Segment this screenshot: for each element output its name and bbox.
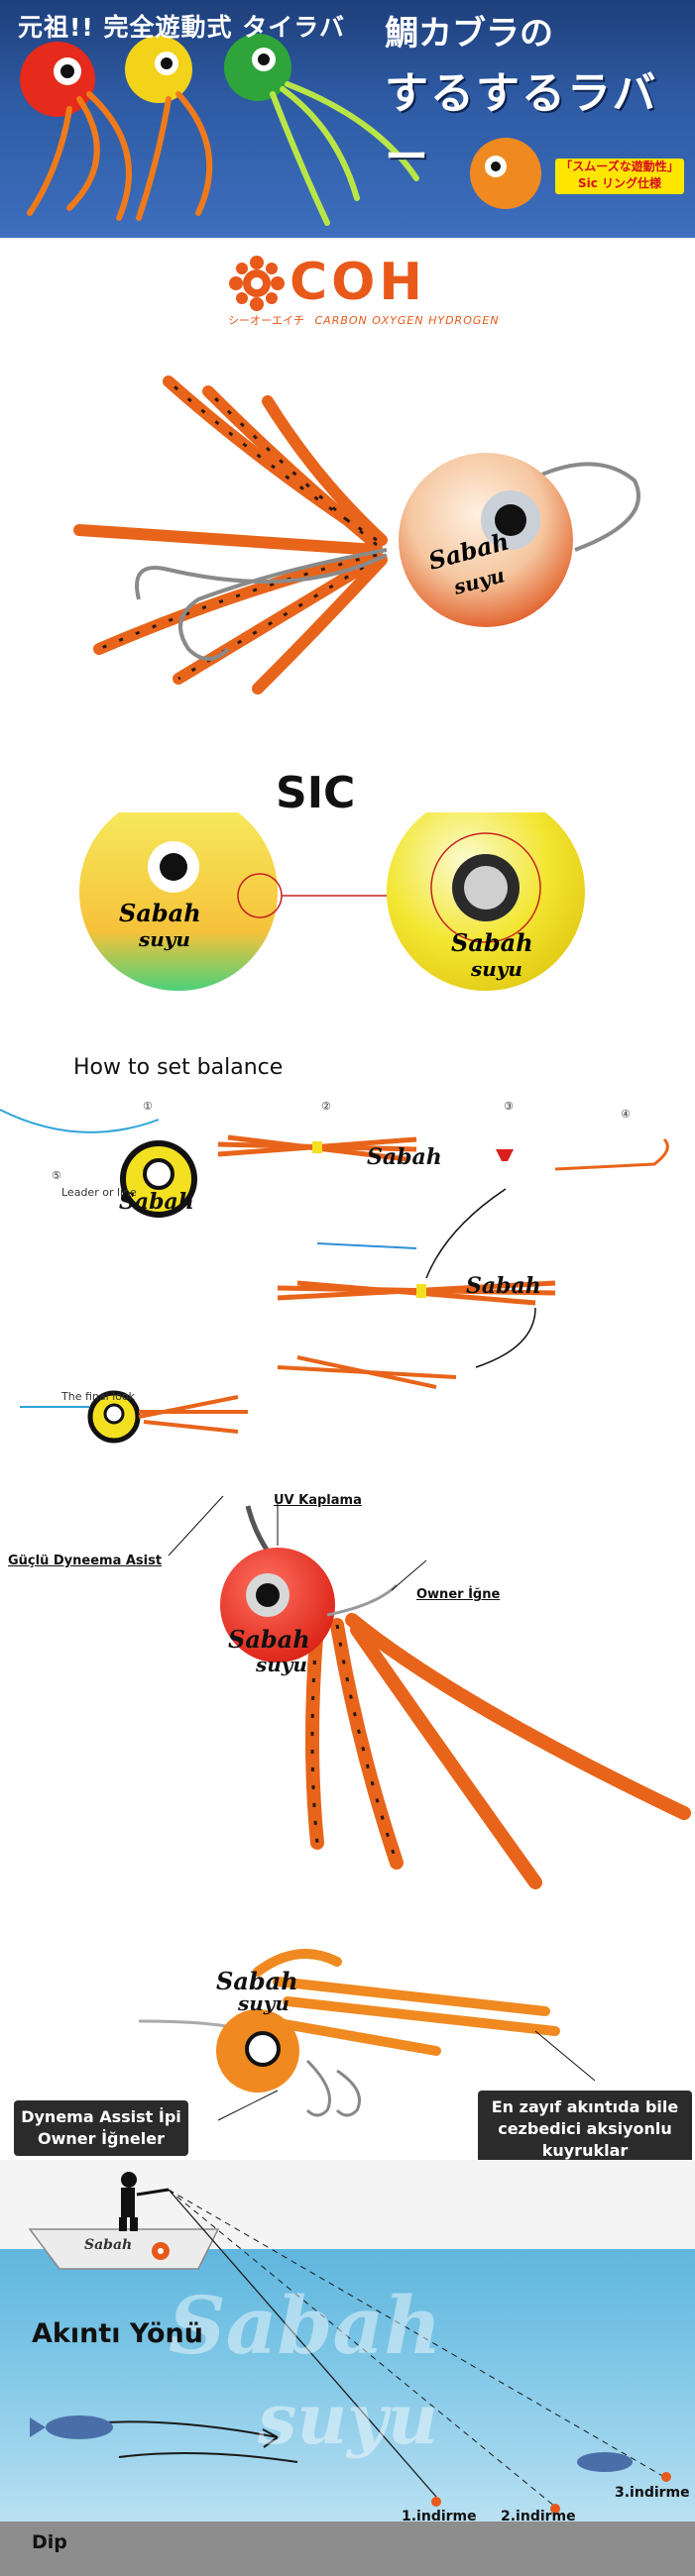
sea: [0, 2249, 695, 2556]
banner-badge: 「スムーズな遊動性」 Sic リング仕様: [555, 159, 684, 194]
drop-3-label: 3.indirme: [615, 2485, 690, 2501]
bottom-label: Dip: [32, 2531, 67, 2553]
banner-title-line1: 鯛カブラの: [385, 14, 553, 54]
watermark-features: Sabah: [216, 1967, 298, 1995]
svg-text:Sabah: Sabah: [451, 928, 533, 957]
howto-diagram: [0, 1109, 669, 1444]
step-3: ③: [504, 1100, 514, 1113]
lure-photo-main: Sabah suyu: [73, 376, 640, 695]
dyneema-label: Güçlü Dyneema Asist: [8, 1554, 163, 1568]
boat-watermark: Sabah: [84, 2237, 133, 2253]
lure-features: [138, 1949, 596, 2121]
current-direction-label: Akıntı Yönü: [32, 2318, 203, 2349]
sic-closeup: Sabah suyu Sabah suyu: [79, 812, 585, 991]
step-1: ①: [143, 1100, 153, 1113]
coh-english: CARBON OXYGEN HYDROGEN: [314, 314, 500, 327]
coh-subtitle: シーオーエイチ CARBON OXYGEN HYDROGEN: [228, 312, 500, 328]
svg-text:Sabah: Sabah: [119, 899, 201, 927]
coh-emblem-icon: [229, 256, 285, 311]
banner-art: [20, 34, 541, 226]
step-5: ⑤: [52, 1169, 61, 1182]
howto-title: How to set balance: [73, 1055, 284, 1080]
banner-title-line2: するするラバー: [385, 68, 658, 182]
tail-feature-box: En zayıf akıntıda bile cezbedici aksiyon…: [478, 2091, 692, 2168]
fishing-scene: [28, 2172, 671, 2514]
step-4: ④: [621, 1108, 631, 1121]
watermark-anatomy: Sabah: [228, 1625, 310, 1654]
coh-kana: シーオーエイチ: [228, 314, 304, 327]
coh-logo: COH シーオーエイチ CARBON OXYGEN HYDROGEN: [228, 253, 499, 332]
step-2: ②: [321, 1100, 331, 1113]
sea-bottom: [0, 2522, 695, 2576]
banner-title-left: 元祖!! 完全遊動式 タイラバ: [18, 13, 345, 42]
watermark-anatomy-2: suyu: [256, 1653, 307, 1676]
lure-anatomy: [168, 1495, 691, 1889]
banner: 元祖!! 完全遊動式 タイラバ 鯛カブラの するするラバー 「スムーズな遊動性」…: [0, 0, 695, 238]
sic-label: SIC: [276, 768, 356, 818]
owner-label: Owner İğne: [416, 1587, 501, 1602]
watermark-howto-1: Sabah: [119, 1189, 194, 1215]
assist-feature-box: Dynema Assist İpi Owner İğneler: [14, 2100, 188, 2156]
svg-text:suyu: suyu: [138, 927, 190, 951]
drop-1-label: 1.indirme: [402, 2509, 477, 2524]
coh-wordmark: COH: [290, 253, 426, 312]
final-look-label: The final look: [61, 1390, 136, 1403]
watermark-features-2: suyu: [238, 1991, 290, 2015]
leader-line-label: Leader or line: [61, 1186, 137, 1199]
svg-text:suyu: suyu: [470, 957, 522, 981]
scene-watermark-2: suyu: [258, 2378, 438, 2460]
drop-2-label: 2.indirme: [501, 2509, 576, 2524]
scene-watermark-1: Sabah: [169, 2279, 442, 2372]
watermark-howto-2: Sabah: [367, 1144, 442, 1170]
uv-label: UV Kaplama: [274, 1493, 362, 1508]
watermark-howto-3: Sabah: [466, 1273, 541, 1299]
